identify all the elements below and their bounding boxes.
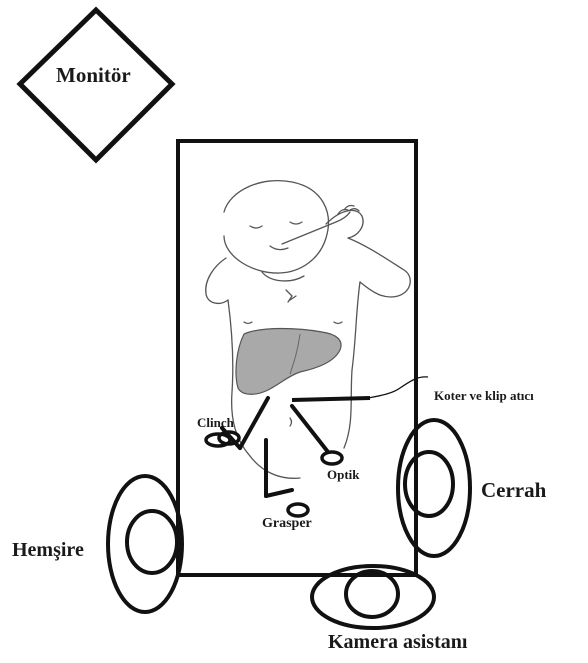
koter-label: Koter ve klip atıcı [434, 389, 534, 402]
hemsire-position [108, 476, 182, 612]
cerrah-position [398, 420, 470, 556]
cerrah-label: Cerrah [481, 480, 546, 501]
optik-instrument [292, 406, 342, 464]
grasper-label: Grasper [262, 517, 312, 531]
hemsire-label: Hemşire [12, 540, 84, 560]
liver-shape [236, 329, 341, 395]
koter-instrument [292, 377, 428, 400]
optik-label: Optik [327, 468, 360, 481]
kamera-asistani-label: Kamera asistanı [328, 632, 467, 652]
monitor-label: Monitör [56, 65, 131, 86]
clinch-label: Clinch [197, 416, 234, 429]
